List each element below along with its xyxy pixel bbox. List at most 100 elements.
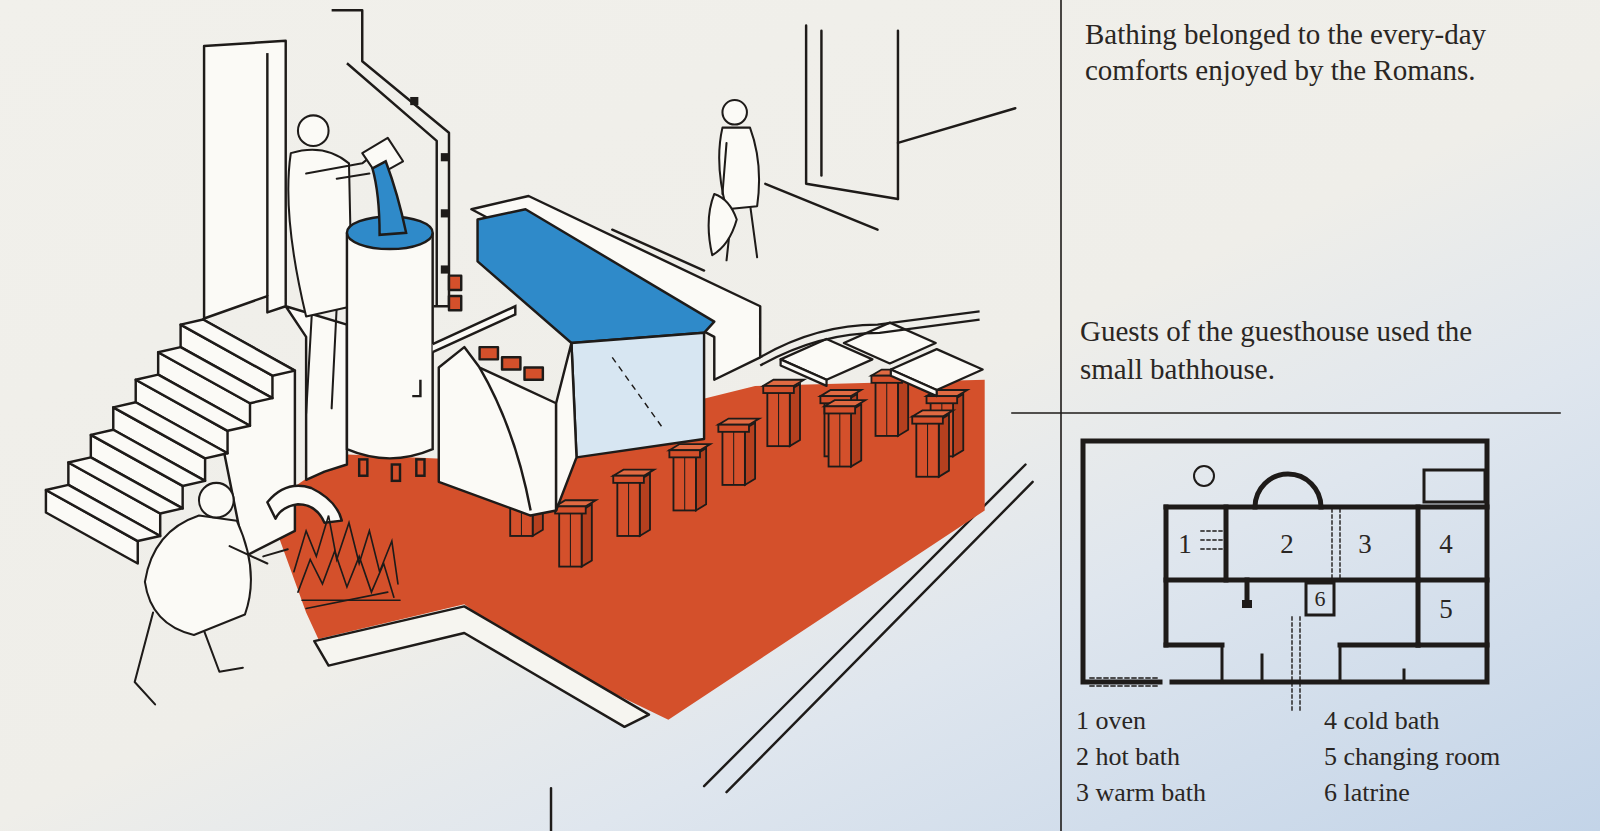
room-number: 2: [1262, 527, 1312, 561]
plan-wall: [1339, 645, 1342, 682]
fire-flames: [298, 551, 394, 597]
figure-head: [298, 115, 329, 146]
plan-wall: [1418, 578, 1487, 583]
floor-line: [550, 788, 552, 831]
floor-line: [765, 184, 877, 230]
wall-line: [806, 26, 898, 200]
room-number: 5: [1426, 592, 1466, 626]
boiler-support: [359, 459, 367, 475]
room-number: 3: [1358, 531, 1372, 558]
figure-arm: [230, 546, 268, 563]
caption-paragraph: Bathing belonged to the every-day comfor…: [1085, 16, 1535, 88]
caption-paragraph: Guests of the guesthouse used the small …: [1080, 312, 1520, 388]
figure-tunic: [719, 128, 759, 210]
figure-arm: [722, 143, 726, 194]
plan-basin: [1424, 470, 1485, 502]
key-entry: 6 latrine: [1324, 777, 1410, 809]
key-entry: 2 hot bath: [1076, 741, 1180, 773]
floor-tile: [891, 370, 937, 397]
column-rule: [1060, 0, 1062, 831]
plan-wall: [1418, 643, 1487, 648]
plan-drain: [1291, 617, 1292, 712]
room-number: 5: [1439, 596, 1453, 623]
boiler-support: [416, 459, 424, 475]
tub-inner-wall: [571, 333, 704, 458]
room-number: 1: [1178, 531, 1192, 558]
key-entry: 1 oven: [1076, 706, 1146, 735]
floor-tile: [781, 359, 827, 386]
room-number: 6: [1315, 588, 1326, 610]
plan-wall: [1340, 643, 1418, 648]
plan-latrine-wall: [1306, 583, 1334, 615]
floor-ledge: [314, 606, 649, 726]
room-number: 6: [1308, 585, 1332, 613]
figure-head: [199, 483, 234, 518]
key-entry: 6 latrine: [1324, 778, 1410, 807]
tap: [412, 380, 420, 396]
pillar: [613, 470, 654, 536]
caption-paragraph: Guests of the guesthouse used the small …: [1080, 315, 1472, 385]
plan-apse: [1255, 474, 1321, 507]
fire-flames: [294, 516, 398, 584]
boiler-support: [392, 465, 400, 481]
poker: [263, 549, 287, 556]
furnace-wall: [286, 306, 347, 480]
plan-flue: [1201, 539, 1222, 540]
plan-wall: [1261, 655, 1264, 682]
plan-flue: [1201, 548, 1222, 549]
figure-leg: [750, 204, 757, 257]
figure-leg: [332, 306, 337, 408]
room-number: 4: [1426, 527, 1466, 561]
figure-head: [722, 100, 746, 125]
pillar: [718, 419, 759, 485]
pillar: [912, 410, 953, 476]
plan-wall: [1221, 645, 1224, 682]
pipe: [760, 320, 979, 366]
caption-paragraph: Bathing belonged to the every-day comfor…: [1085, 18, 1486, 86]
plan-wall: [1166, 578, 1418, 583]
wall-brick: [449, 296, 461, 310]
plan-wall: [1166, 505, 1487, 510]
pillar: [824, 400, 865, 466]
key-entry: 5 changing room: [1324, 741, 1500, 773]
figure-leg: [204, 631, 243, 672]
plan-wall: [1416, 507, 1421, 645]
plan-outer-wall: [1083, 441, 1487, 682]
plan-flue: [1331, 509, 1332, 578]
poured-water: [372, 161, 406, 235]
fire-log: [306, 592, 388, 608]
plan-post: [1242, 600, 1252, 608]
flue-brick: [441, 153, 449, 161]
figure-leg: [306, 306, 312, 413]
wall-line: [820, 31, 822, 176]
room-number: 1: [1170, 527, 1200, 561]
plan-wall: [1166, 643, 1222, 648]
wall-block: [204, 41, 286, 319]
figure-tunic: [145, 516, 251, 635]
wall-line: [898, 108, 1015, 143]
figure-arm: [337, 174, 370, 179]
room-number: 2: [1280, 531, 1294, 558]
plan-wall: [1164, 507, 1169, 645]
plan-drain: [1299, 617, 1300, 712]
stair-step: [46, 485, 160, 541]
key-entry: 4 cold bath: [1324, 705, 1440, 737]
plan-flue: [1201, 530, 1222, 531]
cloth: [709, 194, 737, 255]
key-entry: 4 cold bath: [1324, 706, 1440, 735]
tub-water: [478, 209, 715, 343]
room-number: 4: [1439, 531, 1453, 558]
pillar: [669, 444, 710, 510]
pillar: [763, 380, 804, 446]
pillar: [555, 500, 596, 566]
plan-well: [1194, 466, 1214, 486]
figure-leg: [135, 613, 155, 705]
plan-drain: [1090, 685, 1160, 686]
floor-tile: [891, 349, 983, 390]
wall-line: [897, 31, 899, 199]
plan-flue: [1339, 509, 1340, 578]
furnace-arch: [267, 486, 341, 523]
flue-brick: [410, 97, 418, 105]
key-entry: 5 changing room: [1324, 742, 1500, 771]
